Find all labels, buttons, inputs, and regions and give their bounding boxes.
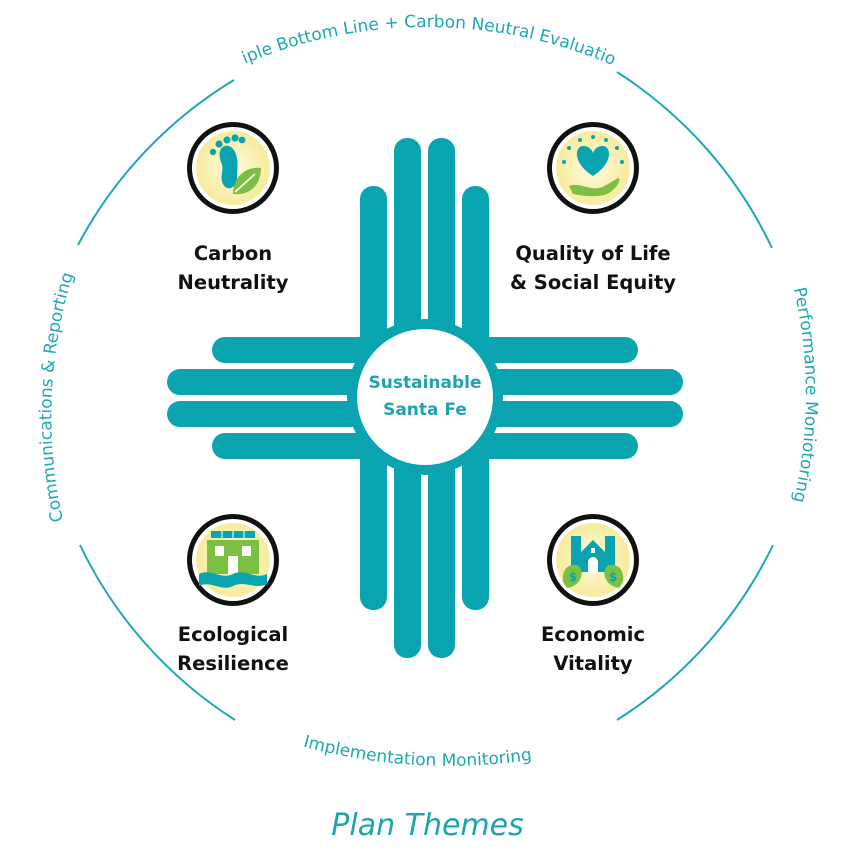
zia-ray-bottom-2 [394,440,421,658]
theme-economic-line-1: Economic [540,623,646,646]
theme-quality-line-1: Quality of Life [515,242,671,265]
plan-themes-title: Plan Themes [331,808,524,843]
zia-center [357,329,493,465]
theme-quality-line-2: & Social Equity [510,271,676,294]
zia-ray-bottom-4 [462,440,489,610]
solar-building-water-icon [187,514,279,606]
zia-ray-right-3 [460,401,683,427]
ring-arc-bottom-right [616,544,774,721]
zia-ray-left-3 [167,401,392,427]
theme-economic-line-2: Vitality [553,652,633,675]
theme-ecological-resilience: Ecological Resilience [118,620,348,678]
ring-arc-bottom-left [79,544,236,721]
zia-symbol [167,138,683,658]
theme-ecological-line-2: Resilience [177,652,289,675]
ring-label-left: Communications & Reporting [36,270,78,524]
theme-economic-vitality: Economic Vitality [478,620,708,678]
center-title: Sustainable Santa Fe [355,370,495,424]
ring-label-bottom: Implementation Monitoring [302,732,533,771]
theme-ecological-line-1: Ecological [177,623,289,646]
zia-ray-bottom-3 [428,440,455,658]
ring-label-right: Performance Moniotoring [789,285,821,504]
svg-text:$: $ [569,570,577,584]
house-dollar-icon: $ $ [547,514,639,606]
theme-carbon-neutrality: Carbon Neutrality [118,239,348,297]
outer-ring [77,71,774,721]
center-title-line-1: Sustainable [368,373,482,393]
zia-ray-bottom-1 [360,440,387,610]
zia-ray-left-2 [167,369,392,395]
zia-ray-right-4 [460,433,638,459]
center-title-line-2: Santa Fe [383,400,467,420]
zia-ray-right-1 [460,337,638,363]
zia-ray-right-2 [460,369,683,395]
footprint-leaf-icon [187,122,279,214]
heart-hand-icon [547,122,639,214]
zia-ray-left-1 [212,337,392,363]
ring-arc-top-right [616,71,773,249]
ring-label-top: Triple Bottom Line + Carbon Neutral Eval… [0,0,619,70]
theme-quality-of-life: Quality of Life & Social Equity [478,239,708,297]
svg-text:$: $ [609,570,617,584]
ring-arc-top-left [77,79,235,246]
theme-carbon-line-1: Carbon [193,242,273,265]
theme-carbon-line-2: Neutrality [177,271,289,294]
zia-ray-left-4 [212,433,392,459]
